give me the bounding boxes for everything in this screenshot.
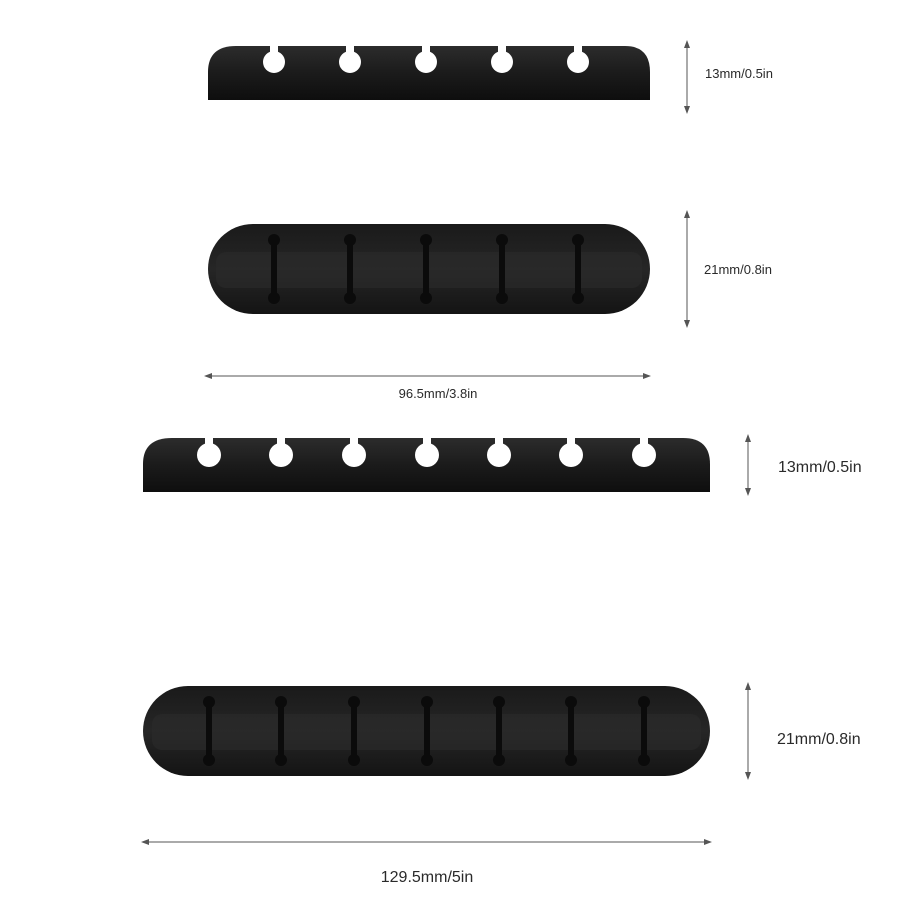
height-label: 21mm/0.8in: [777, 731, 861, 748]
groove: [206, 702, 212, 760]
groove: [351, 702, 357, 760]
clip-7-side-view: [143, 432, 710, 492]
cable-hole: [559, 443, 583, 467]
cable-slot: [567, 432, 575, 447]
clip-7-top-view: [143, 686, 710, 776]
cable-slot: [423, 432, 431, 447]
cable-slot: [350, 432, 358, 447]
cable-slot: [205, 432, 213, 447]
cable-hole: [339, 51, 361, 73]
cable-slot: [498, 40, 506, 54]
cable-slot: [422, 40, 430, 54]
cable-hole: [263, 51, 285, 73]
cable-hole: [415, 51, 437, 73]
groove: [641, 702, 647, 760]
cable-slot: [270, 40, 278, 54]
height-label: 13mm/0.5in: [778, 459, 862, 476]
cable-hole: [415, 443, 439, 467]
length-label: 129.5mm/5in: [381, 869, 474, 886]
clip-body: [208, 46, 650, 100]
cable-holes: [263, 40, 589, 73]
cable-hole: [342, 443, 366, 467]
length-label: 96.5mm/3.8in: [399, 386, 478, 401]
groove: [424, 702, 430, 760]
slot-grooves: [268, 234, 584, 304]
groove: [496, 702, 502, 760]
cable-hole: [491, 51, 513, 73]
cable-slot: [574, 40, 582, 54]
cable-slot: [640, 432, 648, 447]
groove: [568, 702, 574, 760]
cable-hole: [632, 443, 656, 467]
clip-5-side-view: [208, 40, 650, 100]
cable-hole: [269, 443, 293, 467]
cable-hole: [567, 51, 589, 73]
cable-hole: [197, 443, 221, 467]
groove: [278, 702, 284, 760]
height-label: 21mm/0.8in: [704, 262, 772, 277]
groove: [271, 240, 277, 298]
groove: [499, 240, 505, 298]
cable-slot: [495, 432, 503, 447]
slot-grooves: [203, 696, 650, 766]
height-label: 13mm/0.5in: [705, 66, 773, 81]
groove: [423, 240, 429, 298]
cable-hole: [487, 443, 511, 467]
cable-holes: [197, 432, 656, 467]
cable-slot: [277, 432, 285, 447]
cable-slot: [346, 40, 354, 54]
groove: [347, 240, 353, 298]
clip-5-top-view: [208, 224, 650, 314]
groove: [575, 240, 581, 298]
